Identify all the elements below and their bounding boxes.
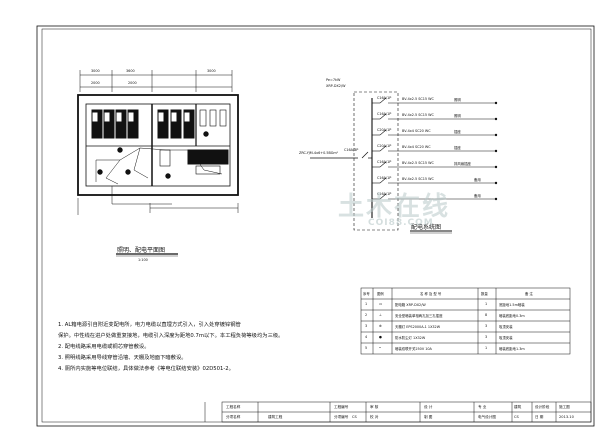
tb-sub-val: 建筑工程 [268, 415, 283, 419]
tb-cs: CS [514, 415, 519, 419]
watermark-sub: COI88.COM [368, 218, 434, 228]
circuit-6-cable: BV-4x2.5 SC15 WC [402, 177, 434, 181]
system-title: 配电系统图 [411, 224, 442, 231]
legend-row-5-no: 5 [365, 346, 368, 350]
tb-sub-name: 分项名称 [226, 415, 241, 419]
legend-h-note: 备 注 [525, 292, 533, 296]
design-notes: 1. AL箱电源引自附近变配电所，电力电缆以直埋方式引入，引入处穿镀锌钢管 保护… [58, 320, 358, 375]
tb-sub-no-val: CS [352, 415, 357, 419]
legend-row-3-no: 3 [365, 324, 368, 328]
legend-row-3-symbol: ⊗ [379, 324, 382, 328]
distribution-system [310, 91, 498, 234]
legend-row-1-symbol: ▭ [379, 302, 383, 306]
tb-check: 校 对 [370, 415, 379, 419]
circuit-2-load: 照明 [454, 114, 461, 118]
watermark-text: 土木在线 [338, 192, 451, 222]
dim-1: 3000 [91, 69, 100, 73]
circuit-6-cb: C16A/1P [377, 176, 392, 180]
circuit-2-cb: C16A/1P [377, 112, 392, 116]
tb-drawing-type: 电气设计图 [478, 415, 496, 419]
dim-3: 3000 [207, 69, 216, 73]
legend-row-4-name: 防水防尘灯 1X32W [395, 336, 426, 340]
legend-h-symbol: 图例 [377, 292, 384, 296]
tb-date-val: 2013.10 [559, 415, 574, 419]
tb-design: 设 计 [424, 405, 433, 409]
note-2: 2. 配电线路采用电缆或铜芯穿管敷设。 [58, 344, 150, 350]
note-1-cont: 保护。中性线在进户处做重复接地，电缆引入深度为距地0.7m以下。本工程负荷等级均… [58, 333, 284, 339]
circuit-3-load: 插座 [454, 130, 461, 134]
legend-row-4-symbol: ● [379, 335, 382, 339]
legend-row-3-note: 吸顶安装 [499, 325, 513, 329]
tb-project-name: 工程名称 [226, 405, 241, 409]
tb-draw: 制 图 [424, 415, 433, 419]
sheet-border [36, 25, 595, 427]
panel-name: XRP-DX2/W [326, 84, 346, 88]
circuit-4-cable: BV-4x4 SC20 WC [402, 145, 431, 149]
circuit-1-cable: BV-4x2.5 SC15 WC [402, 97, 434, 101]
legend-row-2-no: 2 [365, 313, 368, 317]
tb-stage: 设计阶段 [535, 405, 550, 409]
legend-row-4-qty: 3 [485, 335, 488, 339]
legend-row-1-name: 配电箱 XRP-DX2/W [395, 303, 426, 307]
legend-row-1-qty: 1 [485, 302, 488, 306]
legend-row-3-qty: 3 [485, 324, 488, 328]
legend-row-5-name: 暗装双联开关250V 10A [395, 347, 432, 351]
circuit-3-cable: BV-4x4 SC20 WC [402, 129, 431, 133]
circuit-7-cb: C16A/1P [377, 192, 392, 196]
note-3: 3. 照明线路采用导线穿管沿墙、天棚及地面下暗敷设。 [58, 355, 187, 361]
note-1: 1. AL箱电源引自附近变配电所，电力电缆以直埋方式引入，引入处穿镀锌钢管 [58, 322, 241, 328]
tb-major-val: 建筑 [514, 405, 522, 409]
legend-h-name: 名 称 及 型 号 [420, 292, 442, 296]
main-breaker: C16A/3P [344, 148, 359, 152]
dim-5: 2000 [128, 81, 137, 85]
tb-review: 审 核 [370, 405, 379, 409]
circuit-7-load: 备用 [474, 194, 481, 198]
legend-row-4-note: 吸顶安装 [499, 336, 513, 340]
circuit-5-cb: C16A/1P [377, 160, 392, 164]
circuit-4-cb: C20A/1P [377, 144, 392, 148]
legend-row-5-symbol: • [379, 346, 381, 350]
tb-date: 日 期 [535, 415, 544, 419]
legend-row-1-no: 1 [365, 302, 368, 306]
panel-spec: Pe=7kW [326, 78, 341, 82]
circuit-1-load: 照明 [454, 98, 461, 102]
tb-project-no: 工程编号 [334, 405, 349, 409]
legend-table [360, 287, 571, 355]
title-block [221, 401, 592, 423]
tb-major: 专 业 [478, 405, 487, 409]
dim-2: 3600 [126, 69, 135, 73]
legend-row-2-note: 暗装底距地0.3m [499, 314, 525, 318]
legend-row-5-qty: 1 [485, 346, 488, 350]
circuit-4-load: 插座 [454, 146, 461, 150]
legend-row-5-note: 暗装底距地1.3m [499, 347, 525, 351]
legend-row-2-symbol: ⊥ [379, 313, 382, 317]
plan-scale: 1:100 [138, 258, 148, 262]
note-4: 4. 厕所内实施等电位联结，具体做法参考《等电位联结安装》02D501-2。 [58, 366, 234, 372]
incoming-label: ZRC-YJM-4x6+0.5BGm² [299, 151, 339, 155]
circuit-5-load: 排风扇插座 [454, 162, 471, 166]
circuit-3-cb: C20A/1P [377, 128, 392, 132]
circuit-2-cable: BV-4x2.5 SC15 WC [402, 113, 434, 117]
circuit-1-cb: C16A/1P [377, 96, 392, 100]
circuit-5-cable: BV-4x2.5 SC15 WC [402, 161, 434, 165]
legend-row-4-no: 4 [365, 335, 368, 339]
legend-row-2-qty: 8 [485, 313, 488, 317]
legend-row-2-name: 安全型暗装单相两孔加三孔插座 [395, 314, 443, 318]
circuit-6-load: 备用 [474, 178, 481, 182]
legend-h-qty: 数量 [481, 292, 488, 296]
legend-row-1-note: 底距地1.5m暗装 [499, 303, 525, 307]
plan-title: 照明、配电平面图 [117, 247, 166, 254]
tb-stage-val: 施工图 [559, 405, 570, 409]
tb-sub-no: 分项编号 [334, 415, 349, 419]
floor-plan [77, 70, 239, 257]
legend-row-3-name: 天棚灯 EPS2000A-1 1X32W [395, 325, 441, 329]
dim-4: 2000 [91, 81, 100, 85]
legend-h-no: 序号 [363, 292, 370, 296]
